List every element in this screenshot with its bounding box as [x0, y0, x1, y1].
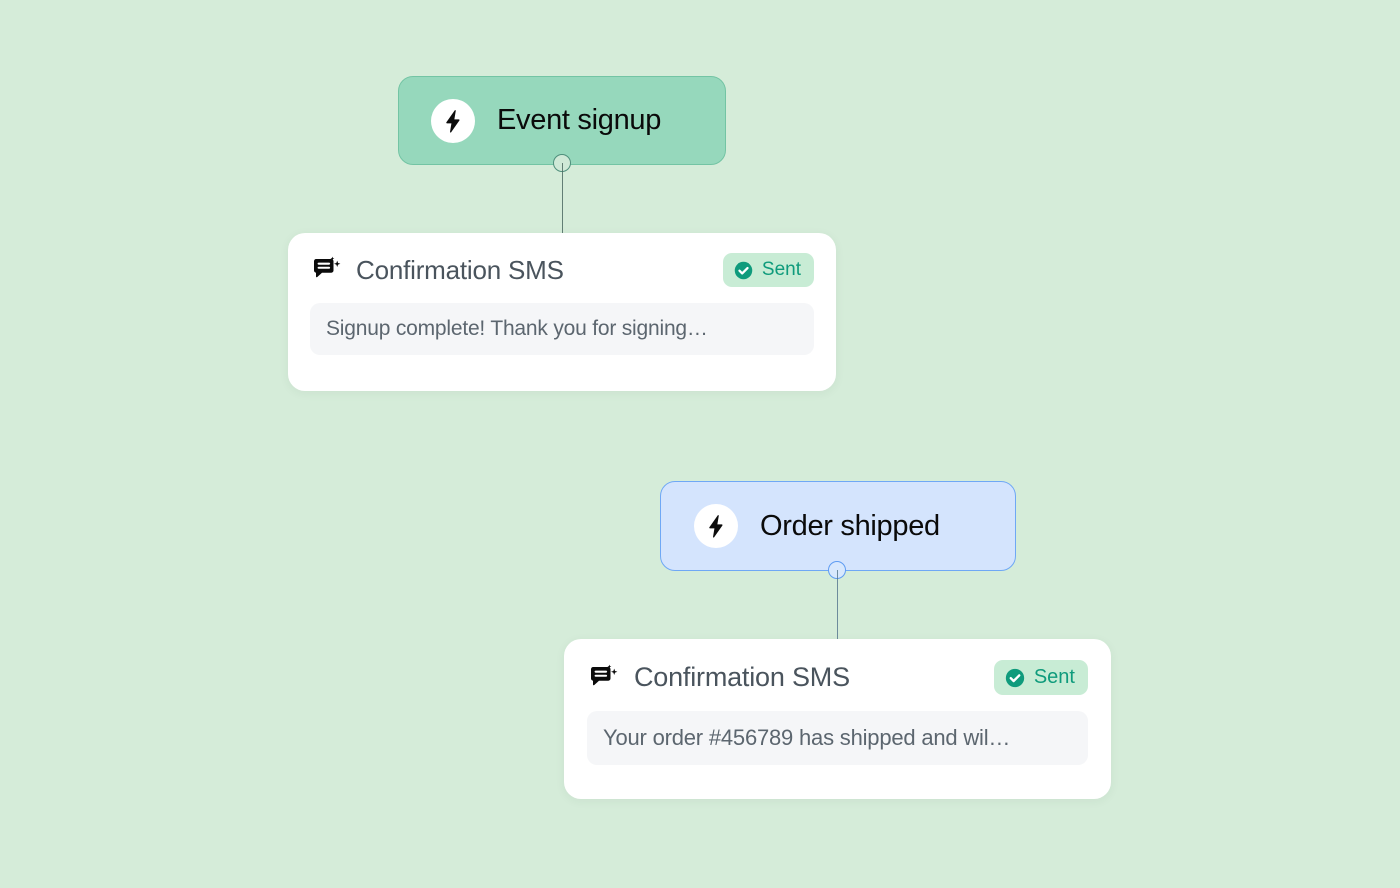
- sms-sparkle-icon: [587, 661, 621, 695]
- sms-card-header: Confirmation SMS Sent: [310, 253, 814, 287]
- connector-line-event-signup: [561, 163, 563, 233]
- status-badge-sent: Sent: [993, 660, 1088, 695]
- sms-action-card-event-signup[interactable]: Confirmation SMS Sent Signup complete! T…: [288, 233, 836, 391]
- trigger-node-order-shipped[interactable]: Order shipped: [660, 481, 1016, 571]
- sms-action-card-order-shipped[interactable]: Confirmation SMS Sent Your order #456789…: [564, 639, 1111, 799]
- lightning-bolt-icon: [694, 504, 738, 548]
- sms-sparkle-icon: [310, 253, 344, 287]
- status-badge-sent: Sent: [722, 253, 814, 287]
- status-badge-label: Sent: [761, 259, 801, 280]
- sms-card-title: Confirmation SMS: [356, 254, 564, 285]
- sms-message-preview[interactable]: Your order #456789 has shipped and wil…: [587, 711, 1088, 765]
- trigger-node-label: Event signup: [497, 104, 662, 136]
- sms-card-title: Confirmation SMS: [634, 662, 850, 692]
- check-circle-icon: [733, 260, 754, 281]
- check-circle-icon: [1004, 667, 1026, 689]
- lightning-bolt-icon: [431, 98, 475, 143]
- sms-message-preview[interactable]: Signup complete! Thank you for signing…: [310, 303, 814, 355]
- trigger-node-event-signup[interactable]: Event signup: [398, 76, 726, 165]
- status-badge-label: Sent: [1033, 666, 1075, 688]
- trigger-node-label: Order shipped: [760, 509, 940, 542]
- sms-card-header: Confirmation SMS Sent: [587, 660, 1088, 695]
- connector-line-order-shipped: [836, 570, 838, 640]
